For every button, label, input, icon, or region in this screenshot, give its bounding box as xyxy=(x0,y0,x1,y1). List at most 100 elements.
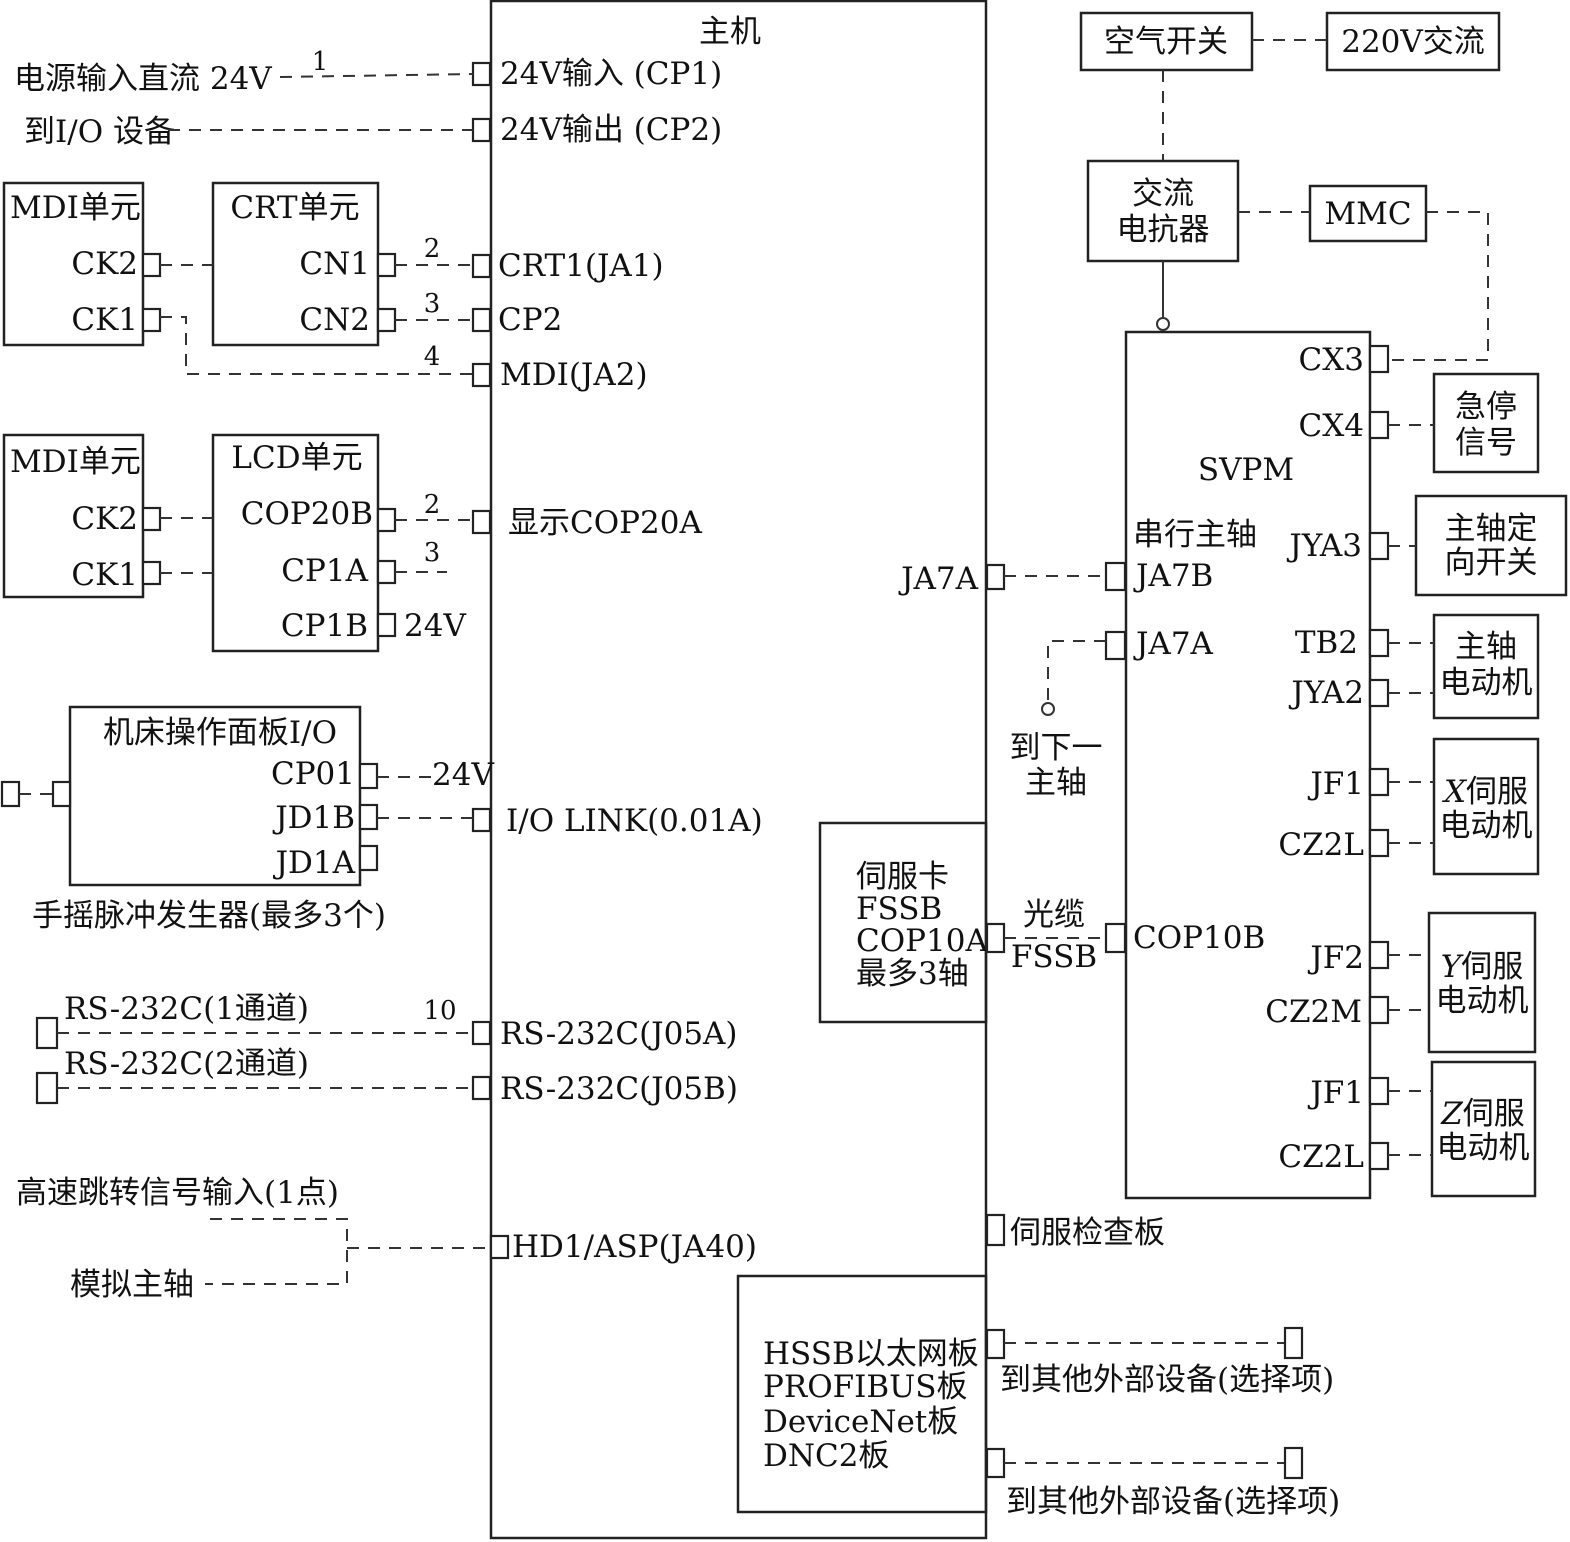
svpm-cx4-port xyxy=(1368,410,1390,440)
mdi-unit-1-title: MDI单元 xyxy=(10,190,141,226)
svpm-jya2-port xyxy=(1368,678,1390,708)
panel-jd1a-port xyxy=(358,844,379,872)
svpm-tb2-port xyxy=(1368,628,1390,658)
wire-number-3: 3 xyxy=(424,289,441,319)
external-label-1: 到其他外部设备(选择项) xyxy=(1000,1362,1334,1398)
x-servo-line-1: 伺服 xyxy=(1466,774,1528,810)
z-servo-line-1: 伺服 xyxy=(1463,1096,1525,1132)
svpm-cop10b-label: COP10B xyxy=(1133,920,1265,956)
host-port-label-ja40: HD1/ASP(JA40) xyxy=(512,1229,757,1265)
host-port-label-mdi: MDI(JA2) xyxy=(500,357,648,393)
panel-jd1b-port xyxy=(358,803,379,831)
estop-box xyxy=(1432,372,1540,474)
host-port-label-cp1: 24V输入 (CP1) xyxy=(500,56,722,92)
svpm-ja7a-port xyxy=(1104,630,1127,661)
svpm-jf1-z-port xyxy=(1368,1076,1390,1106)
crt-unit-title: CRT单元 xyxy=(230,190,359,226)
host-title: 主机 xyxy=(699,14,761,50)
host-port-label-io-link: I/O LINK(0.01A) xyxy=(506,803,763,839)
svpm-cop10b-port xyxy=(1104,922,1127,954)
mpg-label: 手摇脉冲发生器(最多3个) xyxy=(32,898,386,934)
spindle-motor-line-2: 电动机 xyxy=(1440,665,1533,701)
crt-group: MDI单元 CK2 CK1 CRT单元 CN1 CN2 2 3 4 xyxy=(2,181,473,375)
panel-jd1a-label: JD1A xyxy=(273,845,356,881)
svpm-cz2l-z-port xyxy=(1368,1141,1390,1171)
lcd-cp1b-24v: 24V xyxy=(404,608,466,644)
x-servo-line-2: 电动机 xyxy=(1440,808,1533,844)
air-breaker-label: 空气开关 xyxy=(1104,24,1228,60)
rs232-ch2-label: RS-232C(2通道) xyxy=(64,1046,309,1082)
crt-cn2-port xyxy=(376,307,397,333)
svg-text:Y伺服: Y伺服 xyxy=(1441,949,1523,985)
host-port-servo-check xyxy=(985,1213,1006,1247)
svpm-tb2-label: TB2 xyxy=(1295,625,1358,661)
cable-label-bottom: FSSB xyxy=(1011,939,1097,975)
host-port-ja7a xyxy=(985,563,1006,591)
lcd-cp1b-port xyxy=(376,612,397,638)
mpg-port xyxy=(0,780,21,808)
host-port-cp2 xyxy=(471,117,492,143)
to-io-label: 到I/O 设备 xyxy=(24,114,175,150)
power-chain: 空气开关 220V交流 交流 电抗器 MMC xyxy=(1079,11,1501,361)
svpm-ja7b-label: JA7B xyxy=(1133,558,1213,594)
external-port-2 xyxy=(1283,1446,1304,1480)
hd1-group: 高速跳转信号输入(1点) 模拟主轴 xyxy=(16,1175,491,1303)
rs232-ch1-port xyxy=(35,1016,59,1050)
option-board-line-1: HSSB以太网板 xyxy=(763,1336,979,1372)
svpm-jya3-label: JYA3 xyxy=(1286,528,1362,564)
svpm-cx4-label: CX4 xyxy=(1298,408,1364,444)
host-port-label-servo-check: 伺服检查板 xyxy=(1010,1215,1165,1251)
orient-line-2: 向开关 xyxy=(1445,545,1538,581)
lcd-cop20b-label: COP20B xyxy=(241,496,373,532)
svpm-serial-spindle: 串行主轴 xyxy=(1133,517,1257,553)
panel-cp01-port xyxy=(358,762,379,790)
svpm-cx3-port xyxy=(1368,344,1390,374)
svg-text:X伺服: X伺服 xyxy=(1442,774,1528,810)
host-port-label-crt1: CRT1(JA1) xyxy=(498,248,664,284)
y-servo-line-2: 电动机 xyxy=(1436,983,1529,1019)
ac-220v xyxy=(1325,11,1501,72)
svpm-unit xyxy=(1124,330,1372,1200)
servo-cop10a-port xyxy=(985,922,1006,954)
host-port-label-j05a: RS-232C(J05A) xyxy=(500,1016,738,1052)
lcd-group: MDI单元 CK2 CK1 LCD单元 COP20B CP1A CP1B 24V… xyxy=(2,433,473,653)
spindle-motor-box xyxy=(1432,613,1540,720)
svpm-jf1-x-port xyxy=(1368,767,1390,797)
servo-card-line-3: COP10A xyxy=(856,923,988,959)
svpm-ja7a-label: JA7A xyxy=(1133,626,1214,662)
x-servo-box xyxy=(1432,737,1540,876)
panel-cp01-24v: 24V xyxy=(432,757,494,793)
spindle-motor-line-1: 主轴 xyxy=(1455,629,1517,665)
option-board-group: HSSB以太网板 PROFIBUS板 DeviceNet板 DNC2板 到其他外… xyxy=(736,1274,1340,1520)
svpm-cz2l-x-label: CZ2L xyxy=(1278,827,1364,863)
host-port-label-cp2: 24V输出 (CP2) xyxy=(500,112,722,148)
option-board-line-4: DNC2板 xyxy=(763,1438,889,1474)
estop-line-2: 信号 xyxy=(1455,425,1517,461)
mdi-2-ck2-label: CK2 xyxy=(71,501,138,537)
lcd-unit xyxy=(211,433,380,653)
svpm-cx3-label: CX3 xyxy=(1298,342,1364,378)
host-port-cop20a xyxy=(471,509,492,535)
orient-line-1: 主轴定 xyxy=(1445,511,1538,547)
servo-card-line-4: 最多3轴 xyxy=(856,956,969,992)
host-port-label-cp2-b: CP2 xyxy=(498,302,562,338)
host-port-label-cop20a: 显示COP20A xyxy=(508,505,702,541)
mdi-1-ck1-label: CK1 xyxy=(71,302,138,338)
option-board xyxy=(736,1274,988,1514)
lcd-cp1b-label: CP1B xyxy=(281,608,368,644)
option-port-1 xyxy=(985,1328,1006,1360)
svpm-jya2-label: JYA2 xyxy=(1288,675,1364,711)
mdi-1-ck2-label: CK2 xyxy=(71,246,138,282)
host-port-cp1 xyxy=(471,61,492,87)
skip-input-label: 高速跳转信号输入(1点) xyxy=(16,1175,339,1211)
z-servo-box xyxy=(1430,1060,1537,1198)
serial-group: RS-232C(1通道) 10 RS-232C(2通道) xyxy=(35,991,473,1105)
svpm-cz2m-label: CZ2M xyxy=(1265,994,1362,1030)
z-servo-line-2: 电动机 xyxy=(1437,1130,1530,1166)
panel-cp01-label: CP01 xyxy=(271,756,355,792)
svpm-group: SVPM 串行主轴 JA7B JA7A 到下一 主轴 COP10B CX3 CX… xyxy=(1004,330,1390,1200)
lcd-cp1a-label: CP1A xyxy=(281,553,368,589)
servo-card-line-2: FSSB xyxy=(856,891,942,927)
svpm-ja7b-port xyxy=(1104,561,1127,592)
